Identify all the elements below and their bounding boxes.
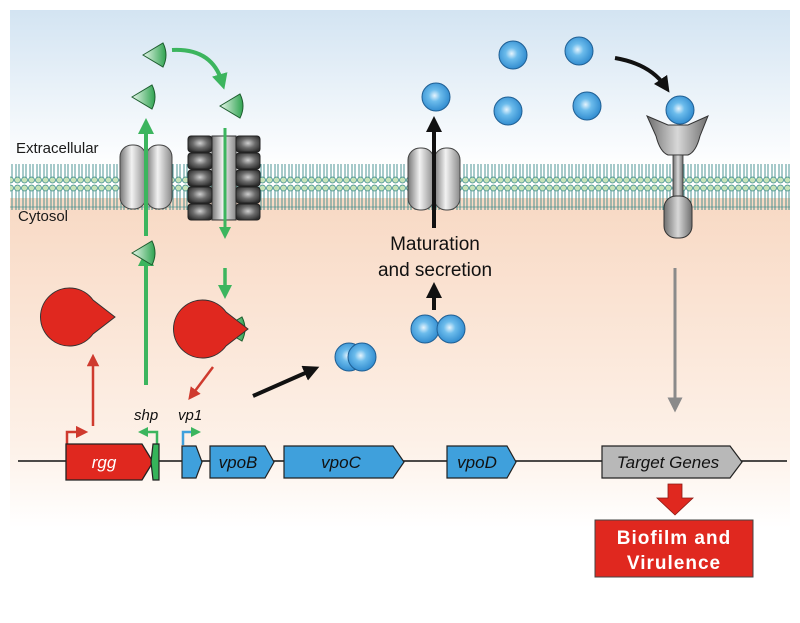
rgg-protein-free — [40, 287, 116, 347]
gene-rgg: rgg — [65, 443, 154, 481]
gene-vpoC: vpoC — [283, 445, 405, 479]
vp1-peptide-icon — [347, 342, 377, 372]
rgg-promoter-icon — [65, 425, 89, 445]
rgg-protein-bound — [173, 299, 249, 359]
vp1-peptide-icon — [564, 36, 594, 66]
rgg-activation-arrow — [188, 366, 214, 400]
vp1-promoter-icon — [181, 427, 201, 445]
cytosol-label: Cytosol — [18, 208, 68, 225]
outcome-arrow — [655, 483, 695, 516]
svg-text:Target Genes: Target Genes — [617, 453, 720, 472]
transporter-block — [187, 186, 213, 204]
extracellular-label: Extracellular — [16, 140, 99, 157]
svg-text:vpoD: vpoD — [457, 453, 497, 472]
vp1-peptide-icon — [498, 40, 528, 70]
vp1-peptide-icon — [410, 314, 440, 344]
transporter-block — [235, 203, 261, 221]
maturation-label-line1: Maturation — [390, 234, 480, 255]
shp-peptide-icon — [131, 84, 156, 110]
shp-peptide-icon — [142, 42, 167, 68]
transporter-block — [235, 169, 261, 187]
maturation-label-line2: and secretion — [378, 260, 492, 281]
transporter-block — [187, 135, 213, 153]
vp1-gene-label: vp1 — [178, 407, 202, 424]
vp1-peptide-icon — [421, 82, 451, 112]
outcome-box — [594, 519, 754, 578]
shp-peptide-icon — [219, 93, 244, 119]
outcome-line1: Biofilm and — [617, 528, 731, 549]
vp1-peptide-icon — [665, 95, 695, 125]
transporter-block — [235, 152, 261, 170]
svg-text:vpoB: vpoB — [219, 453, 258, 472]
gene-vpoB: vpoB — [209, 445, 275, 479]
gene-vpoD: vpoD — [446, 445, 517, 479]
gene-vp1 — [181, 445, 203, 479]
svg-text:rgg: rgg — [92, 453, 117, 472]
shp-peptide-icon — [131, 240, 156, 266]
transporter-block — [187, 169, 213, 187]
shp-gene-label: shp — [134, 407, 158, 424]
vp1-peptide-icon — [572, 91, 602, 121]
transporter-block — [235, 135, 261, 153]
transporter-block — [187, 203, 213, 221]
vp1-peptide-icon — [493, 96, 523, 126]
svg-text:vpoC: vpoC — [321, 453, 361, 472]
vp1-peptide-icon — [436, 314, 466, 344]
translation-arrow — [252, 365, 320, 398]
receptor-binding-arrow — [614, 56, 670, 93]
transporter-block — [187, 152, 213, 170]
secretion-channel — [407, 147, 461, 211]
outcome-line2: Virulence — [627, 553, 721, 574]
transporter-block — [235, 186, 261, 204]
gene-target-genes: Target Genes — [601, 445, 743, 479]
peptide-reuptake-arrow — [171, 47, 228, 90]
membrane-receptor — [646, 115, 709, 239]
gene-shp — [150, 443, 160, 481]
shp-promoter-icon — [138, 427, 159, 445]
